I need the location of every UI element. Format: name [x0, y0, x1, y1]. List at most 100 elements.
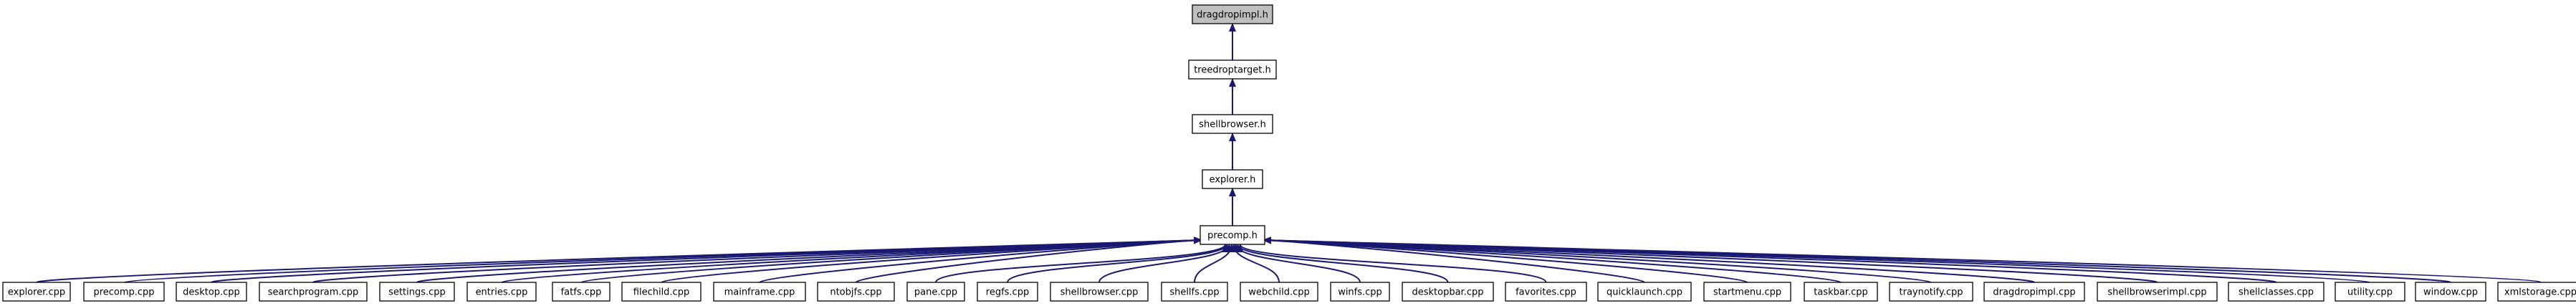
node-winfs-cpp[interactable]: winfs.cpp	[1330, 282, 1390, 302]
node-quicklaunch-cpp[interactable]: quicklaunch.cpp	[1597, 282, 1692, 302]
node-box	[1505, 282, 1587, 302]
node-precomp-cpp[interactable]: precomp.cpp	[83, 282, 165, 302]
node-label: desktopbar.cpp	[1412, 287, 1483, 298]
node-box	[1192, 114, 1273, 134]
node-ntobjfs-cpp[interactable]: ntobjfs.cpp	[817, 282, 895, 302]
node-label: dragdropimpl.h	[1197, 10, 1268, 21]
node-label: treedroptarget.h	[1194, 65, 1271, 76]
node-box	[379, 282, 455, 302]
node-label: utility.cpp	[2347, 287, 2393, 298]
node-label: shellbrowserimpl.cpp	[2107, 287, 2206, 298]
node-explorer-cpp[interactable]: explorer.cpp	[2, 282, 71, 302]
node-label: shellclasses.cpp	[2239, 287, 2314, 298]
node-label: startmenu.cpp	[1713, 287, 1781, 298]
node-label: desktop.cpp	[183, 287, 240, 298]
node-label: precomp.h	[1207, 231, 1258, 242]
node-label: ntobjfs.cpp	[830, 287, 881, 298]
node-searchprogram-cpp[interactable]: searchprogram.cpp	[259, 282, 368, 302]
node-label: webchild.cpp	[1248, 287, 1310, 298]
node-startmenu-cpp[interactable]: startmenu.cpp	[1703, 282, 1791, 302]
node-box	[1240, 282, 1318, 302]
edge-regfs_cpp-to-precomp_h	[1007, 244, 1231, 283]
node-box	[621, 282, 702, 302]
node-dragdropimpl-cpp[interactable]: dragdropimpl.cpp	[1983, 282, 2085, 302]
node-dragdropimpl-h[interactable]: dragdropimpl.h	[1192, 4, 1273, 24]
node-box	[176, 282, 247, 302]
node-label: traynotify.cpp	[1900, 287, 1963, 298]
node-pane-cpp[interactable]: pane.cpp	[906, 282, 965, 302]
node-label: fatfs.cpp	[561, 287, 602, 298]
node-box	[552, 282, 611, 302]
node-label: entries.cpp	[476, 287, 528, 298]
node-desktop-cpp[interactable]: desktop.cpp	[176, 282, 247, 302]
node-taskbar-cpp[interactable]: taskbar.cpp	[1804, 282, 1878, 302]
node-box	[1188, 59, 1277, 80]
node-webchild-cpp[interactable]: webchild.cpp	[1240, 282, 1318, 302]
node-utility-cpp[interactable]: utility.cpp	[2335, 282, 2405, 302]
node-box	[977, 282, 1038, 302]
node-box	[1889, 282, 1973, 302]
node-mainframe-cpp[interactable]: mainframe.cpp	[713, 282, 806, 302]
edge-pane_cpp-to-precomp_h	[935, 244, 1229, 283]
node-settings-cpp[interactable]: settings.cpp	[379, 282, 455, 302]
node-box	[1703, 282, 1791, 302]
node-shellbrowser-cpp[interactable]: shellbrowser.cpp	[1050, 282, 1149, 302]
edges	[36, 23, 2542, 283]
node-xmlstorage-cpp[interactable]: xmlstorage.cpp	[2497, 282, 2576, 302]
node-box	[2335, 282, 2405, 302]
node-box	[1161, 282, 1228, 302]
node-fatfs-cpp[interactable]: fatfs.cpp	[552, 282, 611, 302]
node-shellbrowser-h[interactable]: shellbrowser.h	[1192, 114, 1273, 134]
node-precomp-h[interactable]: precomp.h	[1200, 225, 1265, 245]
node-box	[1983, 282, 2085, 302]
node-box	[466, 282, 537, 302]
node-regfs-cpp[interactable]: regfs.cpp	[977, 282, 1038, 302]
edge-favorites_cpp-to-precomp_h	[1236, 244, 1547, 283]
node-label: winfs.cpp	[1338, 287, 1382, 298]
node-box	[2497, 282, 2576, 302]
node-label: taskbar.cpp	[1814, 287, 1868, 298]
node-label: settings.cpp	[388, 287, 446, 298]
node-label: precomp.cpp	[93, 287, 154, 298]
node-treedroptarget-h[interactable]: treedroptarget.h	[1188, 59, 1277, 80]
node-explorer-h[interactable]: explorer.h	[1202, 169, 1263, 189]
node-label: shellbrowser.h	[1199, 120, 1265, 130]
node-box	[1804, 282, 1878, 302]
node-entries-cpp[interactable]: entries.cpp	[466, 282, 537, 302]
node-box	[2, 282, 71, 302]
node-box	[1192, 4, 1273, 24]
node-box	[1402, 282, 1494, 302]
node-label: shellfs.cpp	[1169, 287, 1219, 298]
edge-ntobjfs_cpp-to-precomp_h	[855, 236, 1202, 283]
node-label: pane.cpp	[914, 287, 957, 298]
node-label: explorer.h	[1210, 175, 1256, 186]
edge-desktopbar_cpp-to-precomp_h	[1234, 244, 1449, 283]
node-box	[1202, 169, 1263, 189]
node-box	[2097, 282, 2218, 302]
node-box	[2228, 282, 2324, 302]
node-filechild-cpp[interactable]: filechild.cpp	[621, 282, 702, 302]
node-box	[1200, 225, 1265, 245]
node-label: filechild.cpp	[633, 287, 689, 298]
node-window-cpp[interactable]: window.cpp	[2415, 282, 2486, 302]
node-box	[2415, 282, 2486, 302]
edge-shellbrowser_cpp-to-precomp_h	[1098, 244, 1233, 283]
node-label: xmlstorage.cpp	[2504, 287, 2576, 298]
node-favorites-cpp[interactable]: favorites.cpp	[1505, 282, 1587, 302]
node-label: regfs.cpp	[986, 287, 1029, 298]
node-box	[1050, 282, 1149, 302]
node-box	[906, 282, 965, 302]
node-label: explorer.cpp	[8, 287, 65, 298]
node-label: favorites.cpp	[1516, 287, 1576, 298]
node-desktopbar-cpp[interactable]: desktopbar.cpp	[1402, 282, 1494, 302]
node-label: quicklaunch.cpp	[1607, 287, 1682, 298]
node-box	[1597, 282, 1692, 302]
node-shellclasses-cpp[interactable]: shellclasses.cpp	[2228, 282, 2324, 302]
node-shellbrowserimpl-cpp[interactable]: shellbrowserimpl.cpp	[2097, 282, 2218, 302]
node-box	[259, 282, 368, 302]
node-shellfs-cpp[interactable]: shellfs.cpp	[1161, 282, 1228, 302]
node-label: searchprogram.cpp	[268, 287, 358, 298]
node-traynotify-cpp[interactable]: traynotify.cpp	[1889, 282, 1973, 302]
node-box	[817, 282, 895, 302]
